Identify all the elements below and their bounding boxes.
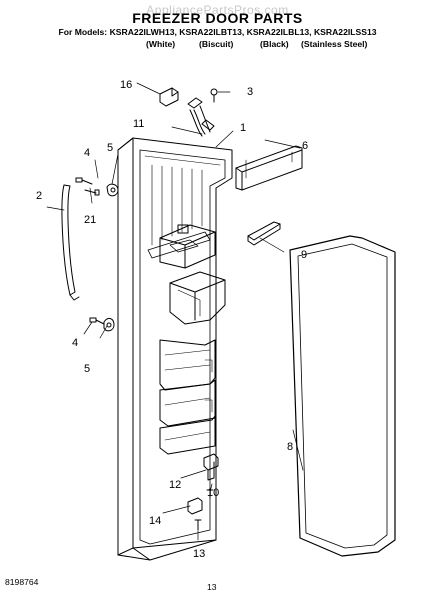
dispenser-housing (159, 224, 216, 269)
variant-stainless: (Stainless Steel) (301, 39, 368, 49)
variant-biscuit: (Biscuit) (199, 39, 234, 49)
callout-11: 11 (133, 118, 144, 130)
document-number: 8198764 (5, 577, 39, 587)
model-list: For Models: KSRA22ILWH13, KSRA22ILBT13, … (0, 27, 435, 37)
callout-4-upper: 4 (84, 147, 90, 159)
callout-1: 1 (240, 122, 246, 134)
callout-10: 10 (207, 487, 219, 499)
page-number: 13 (207, 582, 217, 592)
callout-16: 16 (120, 79, 132, 91)
handle-screws-upper (75, 177, 119, 197)
models-numbers: KSRA22ILWH13, KSRA22ILBT13, KSRA22ILBL13… (109, 27, 377, 37)
callout-4-lower: 4 (72, 337, 78, 349)
leader-lines (46, 82, 304, 541)
models-prefix: For Models: (58, 27, 108, 37)
handle-part-2 (61, 184, 80, 301)
callout-8: 8 (287, 441, 293, 453)
ice-chute (169, 271, 226, 325)
screw-part-3 (210, 88, 218, 103)
callout-5-lower: 5 (84, 363, 90, 375)
callout-2: 2 (36, 190, 42, 202)
wire-harness-part-11 (187, 97, 215, 137)
shelf-bins (159, 339, 216, 455)
watermark: AppliancePartsPros.com (146, 3, 289, 17)
variant-white: (White) (146, 39, 176, 49)
door-gasket-part-8 (289, 235, 396, 557)
callout-13: 13 (193, 548, 205, 560)
variant-black: (Black) (260, 39, 289, 49)
callout-9: 9 (301, 249, 307, 261)
callout-12: 12 (169, 479, 181, 491)
door-panel (117, 137, 233, 561)
diagram-title: FREEZER DOOR PARTS (132, 10, 303, 26)
door-shelf-part-6 (235, 145, 303, 191)
trim-strip-part-9 (247, 221, 281, 246)
callout-6: 6 (302, 140, 308, 152)
callout-21: 21 (84, 214, 96, 226)
callout-5-upper: 5 (107, 142, 113, 154)
callout-14: 14 (149, 515, 161, 527)
callout-3: 3 (247, 86, 253, 98)
connector-part-16 (159, 87, 179, 107)
handle-screws-lower (89, 317, 115, 332)
